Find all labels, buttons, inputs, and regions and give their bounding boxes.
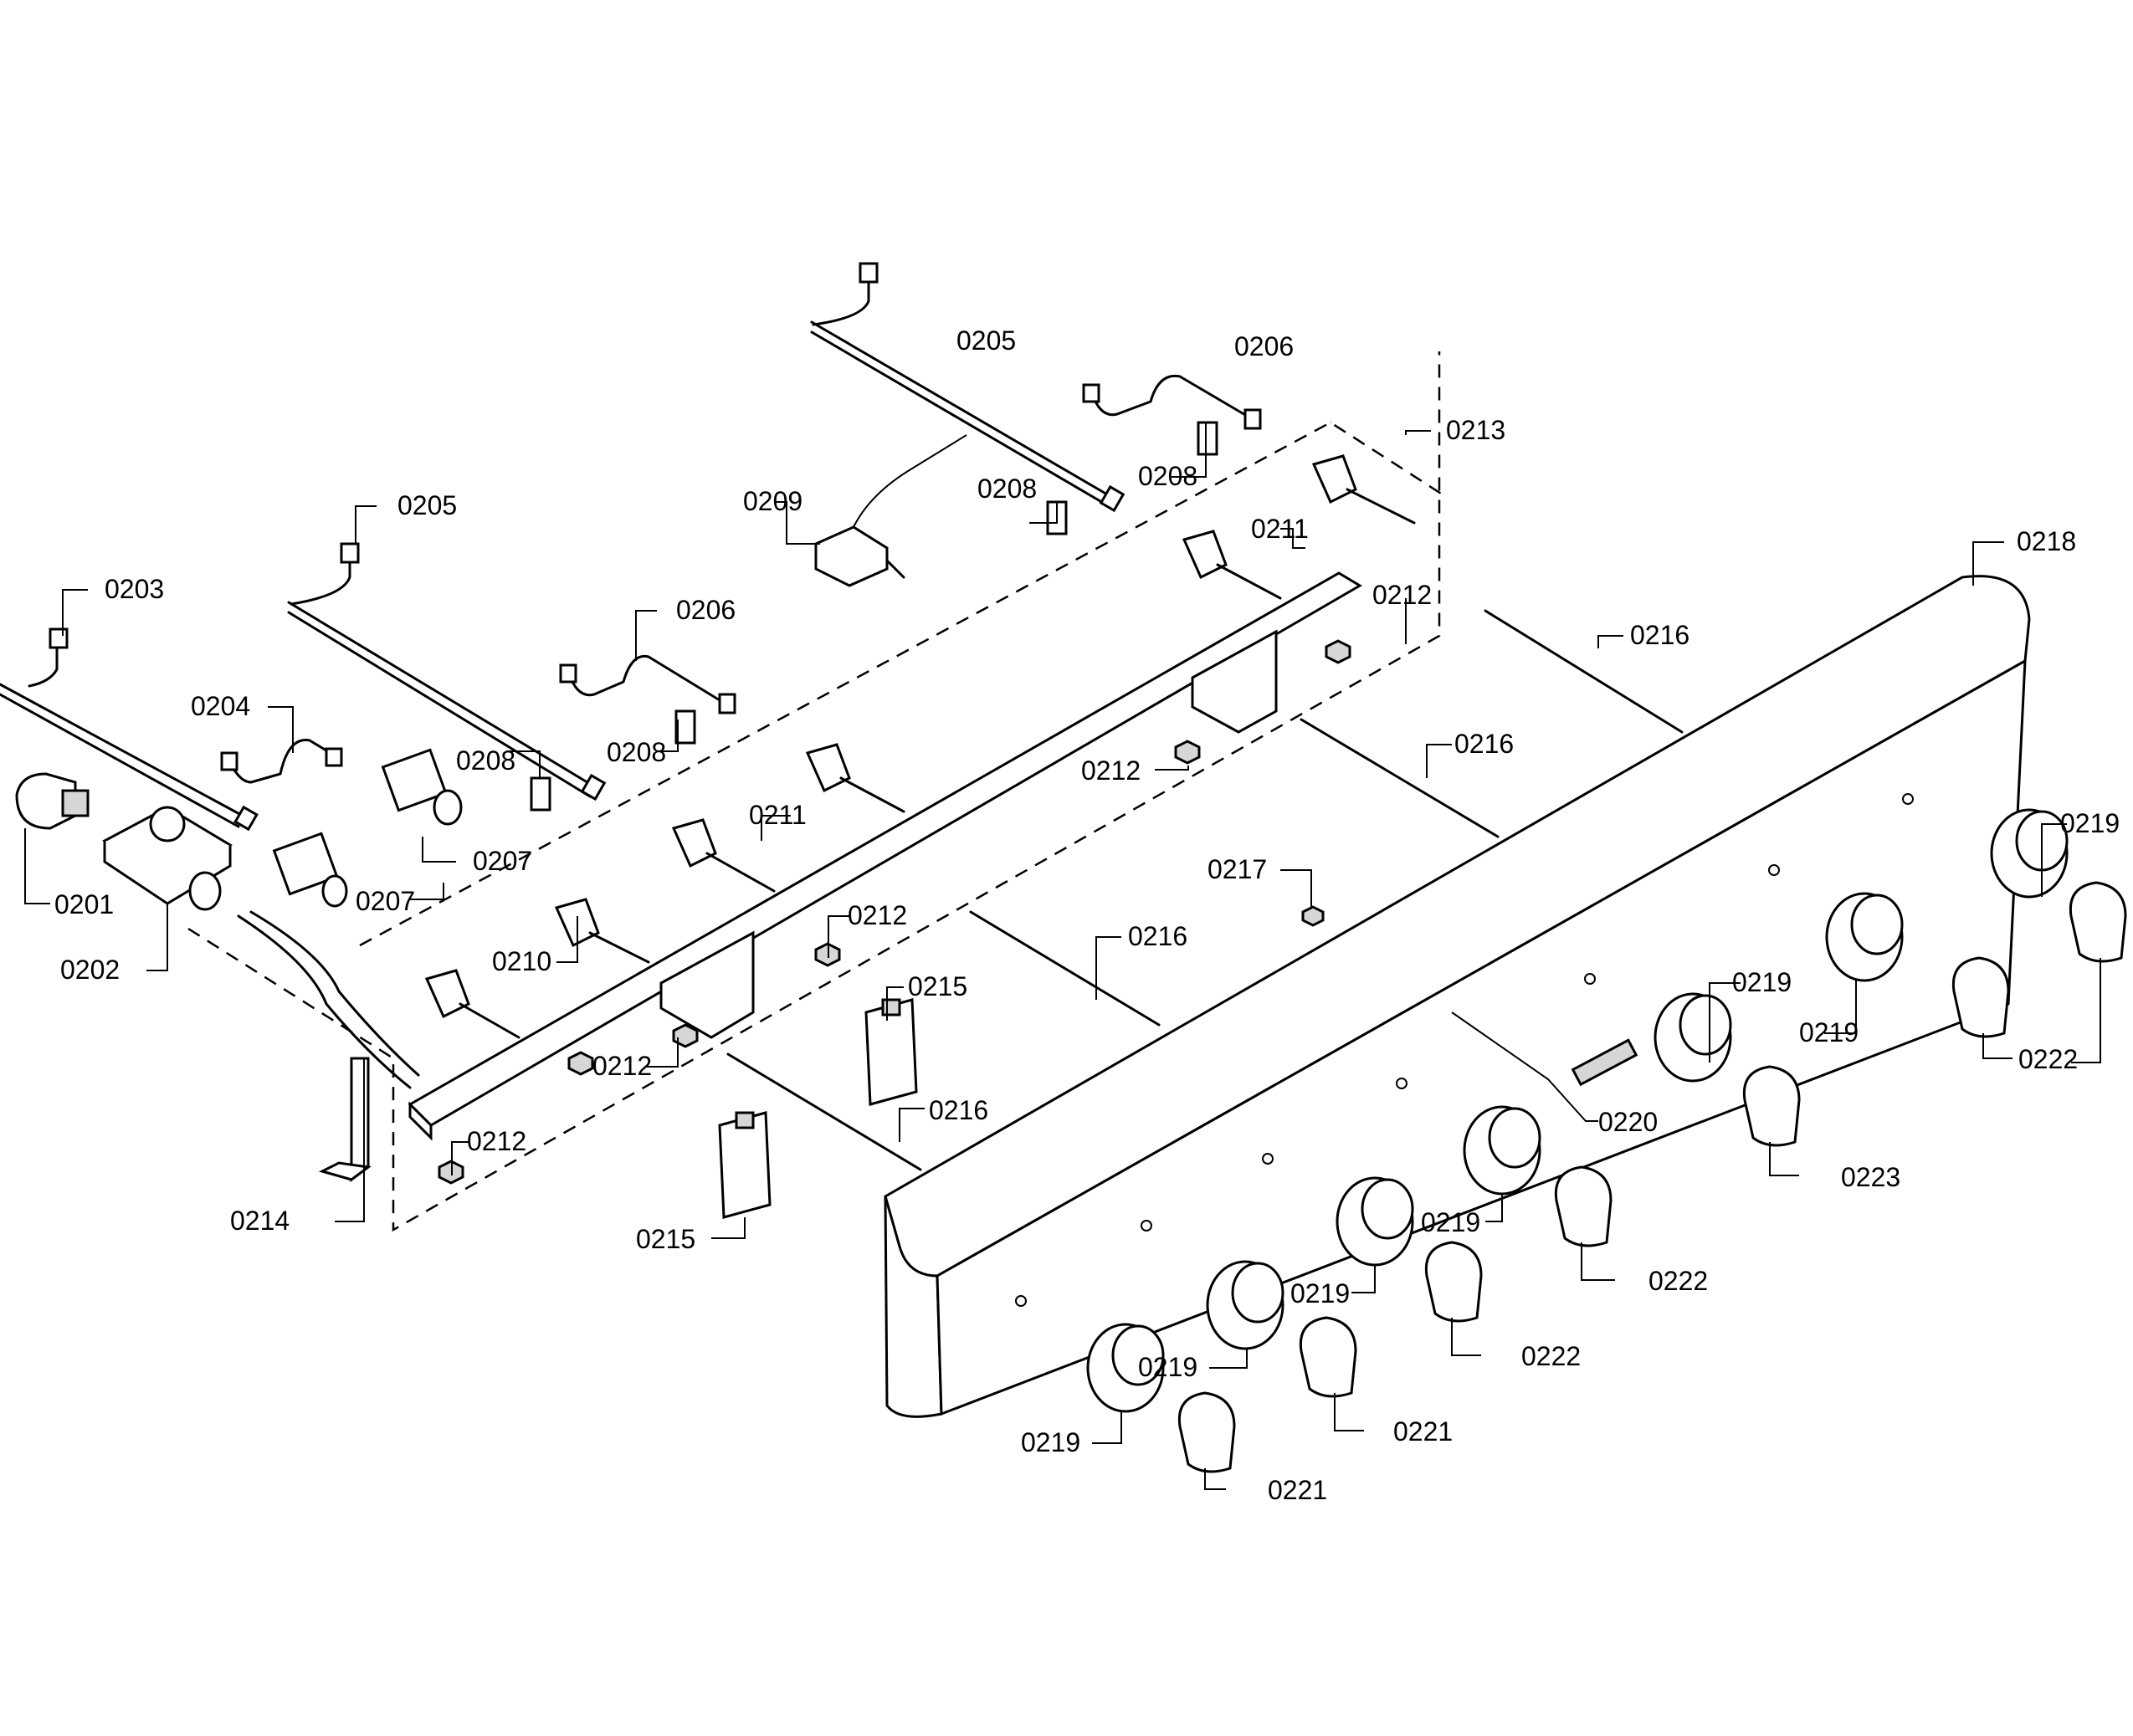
label-0212-b: 0212 — [592, 1051, 652, 1081]
gas-tube-0203 — [0, 627, 259, 832]
label-0211-b: 0211 — [1251, 514, 1309, 544]
gas-tube-0204 — [220, 739, 343, 784]
nut-0217 — [1301, 905, 1325, 927]
label-0212-a: 0212 — [467, 1126, 526, 1156]
label-0219-6: 0219 — [1799, 1017, 1859, 1047]
knob-bezel-0219-2 — [1206, 1260, 1284, 1350]
knob-bezel-0219-4 — [1463, 1105, 1541, 1196]
label-0219-2: 0219 — [1138, 1352, 1197, 1382]
label-0216-a: 0216 — [1630, 620, 1689, 650]
knob-bezel-0219-5 — [1654, 992, 1732, 1083]
igniter-rod-0216-a — [1484, 609, 1684, 734]
elbow-fitting-0201 — [15, 772, 90, 830]
label-0219-1: 0219 — [1021, 1427, 1080, 1457]
label-0211-a: 0211 — [749, 800, 807, 830]
label-0212-d: 0212 — [1081, 755, 1141, 786]
label-0219-3: 0219 — [1290, 1278, 1350, 1308]
knob-0222-d — [2069, 881, 2127, 963]
label-0219-4: 0219 — [1421, 1207, 1480, 1237]
knob-0223 — [1742, 1065, 1801, 1147]
label-0208-b: 0208 — [607, 737, 666, 767]
nut-0212-e — [1174, 740, 1201, 765]
igniter-rod-0216-c — [969, 910, 1161, 1027]
knob-0222-a — [1424, 1241, 1483, 1323]
label-0216-b: 0216 — [1454, 729, 1514, 759]
callout-labels: 0201 0202 0203 0204 0205 0205 0206 0206 … — [54, 325, 2120, 1505]
nut-0212-f — [1325, 639, 1351, 664]
label-0204: 0204 — [191, 691, 250, 721]
switch-0209 — [814, 434, 967, 587]
bracket-0214 — [318, 1057, 372, 1182]
valve-0210-a — [424, 969, 520, 1039]
label-0219-5: 0219 — [1732, 967, 1792, 997]
label-0205-right: 0205 — [956, 325, 1016, 356]
label-0208-a: 0208 — [456, 745, 515, 776]
ignition-module-0215-b — [718, 1111, 772, 1219]
ignition-module-0215-a — [864, 998, 918, 1106]
knob-bezel-0219-6 — [1825, 892, 1904, 982]
label-0215-b: 0215 — [636, 1224, 695, 1254]
solenoid-valve-0207-left — [272, 832, 348, 908]
label-0213: 0213 — [1446, 415, 1505, 445]
label-0207-right: 0207 — [473, 846, 532, 876]
gas-tube-0206-left — [559, 654, 736, 714]
knob-0222-b — [1554, 1165, 1613, 1247]
control-panel-0218 — [884, 575, 2031, 1418]
label-0221-b: 0221 — [1393, 1416, 1453, 1447]
valve-0211-b — [805, 743, 905, 813]
label-0214: 0214 — [230, 1206, 290, 1236]
knob-bezel-0219-1 — [1086, 1323, 1165, 1413]
label-0218: 0218 — [2017, 526, 2076, 556]
label-0205-left: 0205 — [397, 490, 457, 520]
knob-bezel-0219-7 — [1990, 808, 2069, 899]
label-0202: 0202 — [60, 955, 120, 985]
label-0216-d: 0216 — [929, 1095, 988, 1125]
valve-0211-d — [1311, 454, 1416, 525]
label-0223: 0223 — [1841, 1162, 1900, 1192]
manifold-rail — [237, 571, 1362, 1141]
valve-0211-a — [671, 818, 776, 893]
assembly-outline — [187, 351, 1448, 1232]
label-0221-a: 0221 — [1268, 1475, 1327, 1505]
label-0216-c: 0216 — [1128, 921, 1187, 951]
gas-tube-0206-right — [1082, 374, 1262, 430]
knob-0221-a — [1177, 1391, 1236, 1473]
knob-0221-b — [1299, 1316, 1357, 1398]
label-0207-left: 0207 — [356, 886, 415, 916]
label-0209: 0209 — [743, 486, 802, 516]
igniter-rod-0216-b — [1300, 718, 1500, 838]
clip-0208-a — [530, 776, 551, 812]
label-0219-7: 0219 — [2060, 808, 2120, 838]
leader-lines — [24, 422, 2101, 1490]
label-0208-d: 0208 — [1138, 461, 1197, 491]
label-0212-e: 0212 — [1372, 580, 1432, 610]
nut-0212-c — [672, 1023, 699, 1048]
label-0220: 0220 — [1598, 1107, 1658, 1137]
label-0222-c: 0222 — [2018, 1044, 2078, 1074]
label-0222-b: 0222 — [1648, 1266, 1708, 1296]
regulator-0202 — [102, 806, 233, 911]
label-0201: 0201 — [54, 889, 114, 919]
knob-bezel-0219-3 — [1336, 1176, 1414, 1267]
gas-tube-0205-right — [810, 262, 1125, 513]
valve-0210-b — [554, 898, 650, 964]
label-0206-right: 0206 — [1234, 331, 1294, 361]
nut-0212-b — [567, 1051, 594, 1076]
label-0208-c: 0208 — [977, 474, 1037, 504]
label-0212-c: 0212 — [848, 900, 907, 930]
valve-0211-c — [1182, 530, 1282, 600]
label-0210: 0210 — [492, 946, 551, 976]
label-0217: 0217 — [1208, 854, 1267, 884]
label-0222-a: 0222 — [1521, 1341, 1581, 1371]
knob-0222-c — [1951, 956, 2010, 1038]
clip-0208-d — [1197, 421, 1218, 456]
igniter-rod-0216-d — [726, 1052, 922, 1171]
clip-0208-b — [674, 709, 696, 745]
label-0203: 0203 — [105, 574, 164, 604]
label-0215-a: 0215 — [908, 971, 967, 1001]
solenoid-valve-0207-right — [381, 748, 463, 826]
label-0206-left: 0206 — [676, 595, 736, 625]
